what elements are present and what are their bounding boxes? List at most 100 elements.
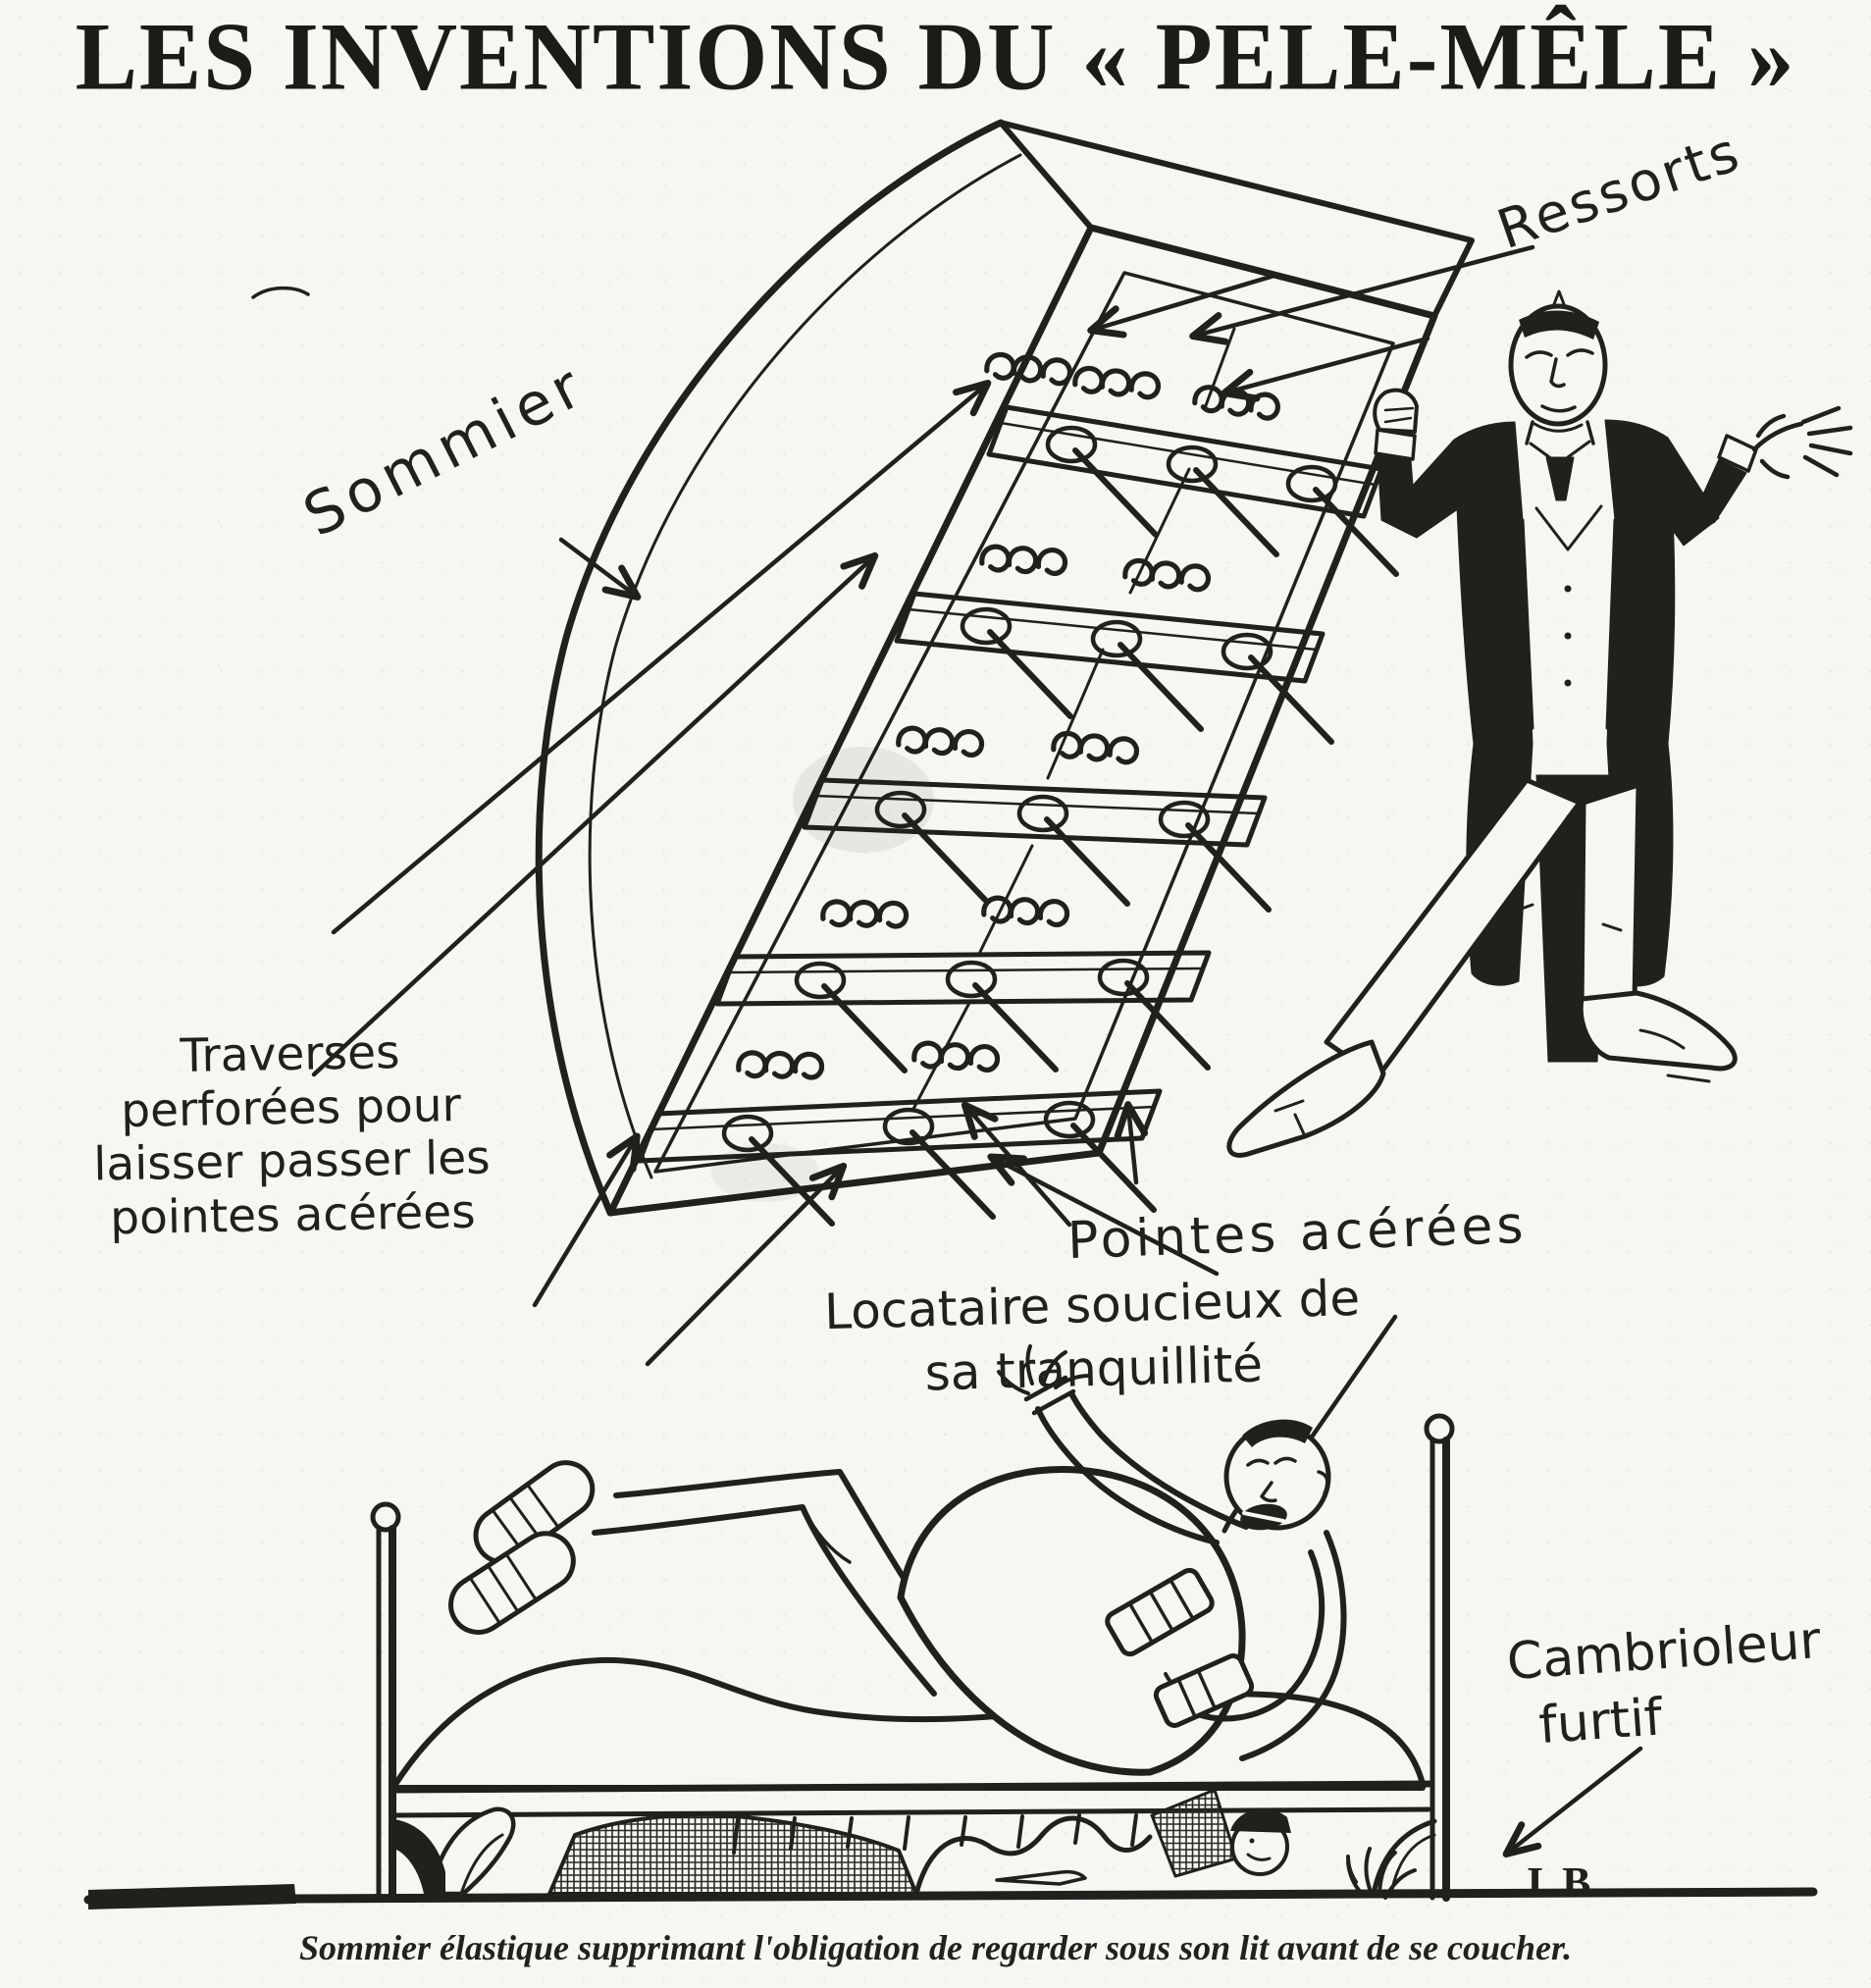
bedpost-knob-left: [370, 1501, 401, 1533]
label-traverses-line3: laisser passer les: [92, 1130, 492, 1192]
spring-coil: [913, 1037, 1000, 1076]
tenant-figure: [448, 1344, 1347, 1776]
left-forearm: [1377, 452, 1418, 539]
burglar-checkered-shoulder: [1150, 1788, 1238, 1878]
tenant-raised-arm: [1035, 1406, 1220, 1545]
sommier-drawing: [535, 119, 1475, 1227]
annotation-arrow: [1221, 336, 1430, 402]
label-traverses: Traverses perforées pour laisser passer …: [59, 1024, 524, 1246]
frame-inner-border: [653, 271, 1395, 1174]
inventor-neck: [1525, 420, 1595, 445]
traverse-bars: [637, 404, 1384, 1164]
annotation-arrow: [1087, 272, 1280, 339]
blanket: [427, 1806, 516, 1897]
burglar-pointing-hand: [995, 1869, 1087, 1886]
bed-mattress: [391, 1656, 1426, 1791]
burglar-figure: [394, 1788, 1437, 1900]
traverse-bar: [802, 777, 1268, 848]
label-locataire: Locataire soucieux de sa tranquillité: [761, 1265, 1424, 1410]
inventor-mouth: [1540, 404, 1577, 413]
gripping-hand: [1373, 388, 1419, 434]
annotation-arrow: [558, 537, 642, 601]
burglar-cap: [1230, 1808, 1291, 1833]
burglar-checkered-jacket: [547, 1812, 918, 1896]
inventor-eyes: [1525, 348, 1594, 359]
annotation-arrow: [1502, 1746, 1643, 1857]
label-traverses-line2: perforées pour: [120, 1077, 462, 1138]
shoe-right: [1578, 990, 1738, 1072]
left-cuff: [1374, 428, 1417, 461]
ground-line: [83, 1887, 1818, 1905]
vest-vneck: [1534, 504, 1603, 551]
tie: [1545, 456, 1575, 501]
inventor-head: [1508, 303, 1608, 427]
page-title: LES INVENTIONS DU « PELE-MÊLE »: [75, 1, 1796, 111]
spring-coil: [981, 541, 1067, 580]
inventor-hair: [1519, 310, 1599, 340]
artist-signature: I.B.: [1527, 1858, 1610, 1907]
label-traverses-line1: Traverses: [180, 1025, 400, 1083]
shoe-left: [1226, 1039, 1386, 1158]
striped-roll: [1105, 1567, 1215, 1657]
annotation-arrow: [331, 379, 992, 935]
bed-scene: [83, 1344, 1818, 1910]
caption: Sommier élastique supprimant l'obligatio…: [298, 1928, 1573, 1967]
vest-edges: [1521, 518, 1617, 730]
mattress-inner-line: [588, 153, 1022, 1179]
inventor-chin: [1533, 422, 1584, 433]
ground-line-heavy: [88, 1884, 296, 1910]
underbed-spikes: [732, 1813, 1138, 1855]
annotation-arrow: [532, 1132, 641, 1308]
tenant-eyes: [1246, 1456, 1297, 1467]
annotation-arrow: [311, 551, 879, 1077]
tenant-arm: [1188, 1549, 1325, 1722]
burglar-mouth: [1246, 1853, 1272, 1861]
tenant-torso: [1239, 1530, 1347, 1761]
spring-coil: [898, 722, 984, 761]
tenant-raised-hand: [997, 1344, 1091, 1395]
tenant-nose: [1260, 1481, 1277, 1503]
spring-coil: [1073, 362, 1160, 403]
striped-roll: [1153, 1653, 1255, 1728]
collar: [1529, 440, 1591, 461]
annotation-arrows: [311, 244, 1643, 1857]
label-traverses-line4: pointes acérées: [109, 1184, 477, 1245]
right-forearm: [1681, 458, 1747, 543]
title-underline-squiggle: [251, 286, 310, 299]
belly-shading: [1509, 626, 1633, 708]
open-hand: [1751, 405, 1853, 480]
spring-coil: [822, 896, 908, 932]
traverse-bar: [714, 950, 1212, 1007]
inventor-nose: [1549, 357, 1566, 389]
inventor-figure: [1226, 289, 1853, 1158]
spring-coil: [983, 892, 1069, 931]
annotation-arrow: [1189, 244, 1535, 345]
spring-coil: [1052, 727, 1138, 768]
spring-coil: [1123, 554, 1210, 596]
tenant-ear: [1317, 1470, 1329, 1495]
traverse-bar: [894, 591, 1325, 684]
label-cambrioleur: Cambrioleur furtif: [1505, 1608, 1828, 1760]
traverse-bar: [986, 404, 1384, 519]
annotation-arrow: [987, 1153, 1220, 1277]
annotation-arrow: [1114, 1101, 1149, 1185]
bedpost-knob-right: [1424, 1413, 1455, 1444]
tenant-cuff: [1023, 1375, 1076, 1416]
bed-rail-upper: [392, 1780, 1432, 1794]
bed-corner-arc-right: [1371, 1818, 1437, 1897]
annotation-arrow: [645, 1162, 848, 1367]
spikes: [721, 425, 1399, 1227]
burglar-eye: [1249, 1838, 1255, 1844]
spring-coil: [738, 1047, 823, 1083]
bed-corner-bracket-left: [394, 1819, 445, 1894]
spike-holes: [721, 425, 1338, 1153]
wires: [910, 327, 1236, 1113]
spike-needles: [749, 447, 1399, 1227]
tenant-hair: [1242, 1419, 1313, 1447]
tenant-foot: [448, 1531, 576, 1635]
burglar-body: [913, 1815, 1153, 1897]
mattress-outline: [535, 119, 1005, 1217]
trouser-left: [1324, 777, 1583, 1080]
